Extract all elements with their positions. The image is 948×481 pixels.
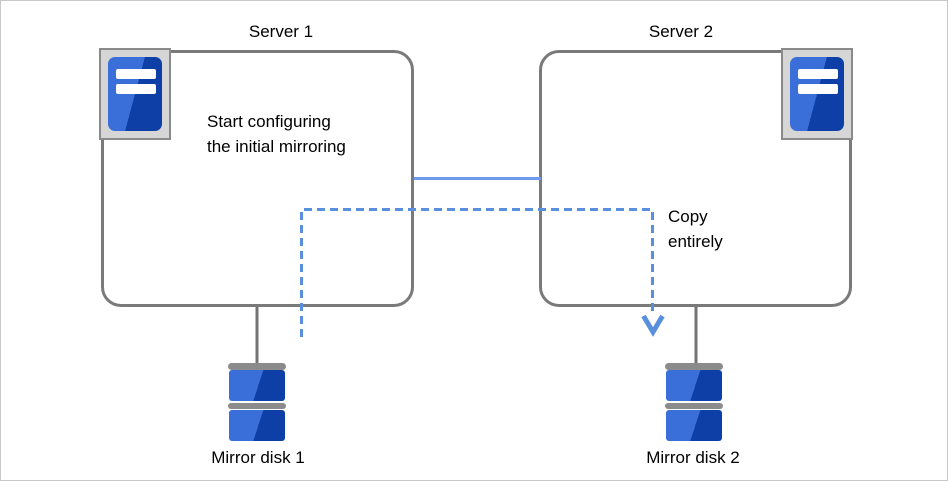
server-drive-slot: [116, 69, 156, 79]
server-drive-slot: [116, 84, 156, 94]
server1-note: Start configuring the initial mirroring: [207, 109, 346, 159]
disk-separator: [665, 403, 723, 409]
arrow-down-icon: [641, 314, 665, 337]
disk-stack-icon: [665, 363, 723, 441]
server-drive-slot: [798, 69, 838, 79]
server-tower-body: [108, 57, 162, 131]
server-drive-slot: [798, 84, 838, 94]
note-line: entirely: [668, 232, 723, 251]
note-line: the initial mirroring: [207, 137, 346, 156]
disk2-label: Mirror disk 2: [646, 448, 740, 467]
disk-platter: [229, 370, 285, 401]
disk-platter: [666, 410, 722, 441]
copy-note: Copy entirely: [668, 204, 723, 254]
server1-title: Server 1: [248, 22, 314, 41]
server2-title: Server 2: [648, 22, 714, 41]
disk1-label: Mirror disk 1: [211, 448, 305, 467]
server1-box: [101, 50, 414, 307]
disk-platter: [229, 410, 285, 441]
disk-platter: [666, 370, 722, 401]
note-line: Copy: [668, 207, 708, 226]
note-line: Start configuring: [207, 112, 331, 131]
disk-separator: [228, 403, 286, 409]
disk-stack-icon: [228, 363, 286, 441]
server-tower-body: [790, 57, 844, 131]
server-tower-icon: [99, 48, 171, 140]
disk-cap: [665, 363, 723, 370]
server-tower-icon: [781, 48, 853, 140]
disk-cap: [228, 363, 286, 370]
